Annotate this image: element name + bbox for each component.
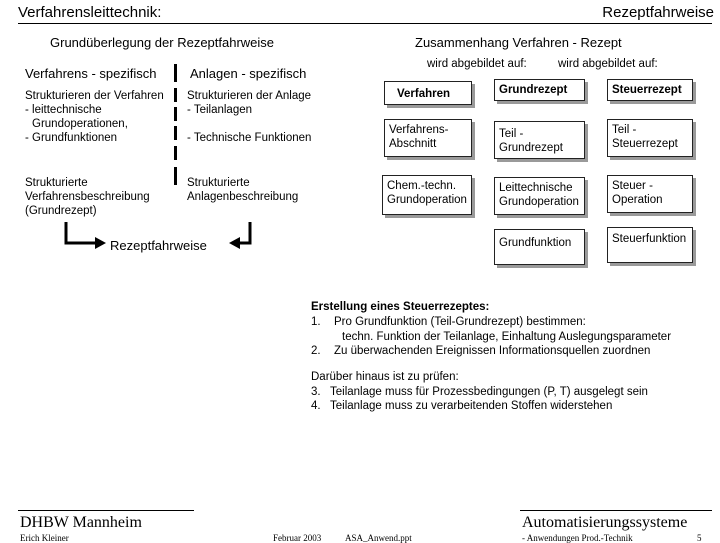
text-line: Verfahrens- <box>389 124 449 136</box>
text-line: Abschnitt <box>389 138 437 150</box>
box-steuer-operation: Steuer - Operation <box>607 175 693 213</box>
footer-date: Februar 2003 <box>273 533 322 543</box>
box-leittechnische-grundoperation: Leittechnische Grundoperation <box>494 177 585 215</box>
text-line: Teil - <box>499 128 524 140</box>
box-verfahren: Verfahren <box>384 81 472 105</box>
text-line: - Teilanlagen <box>187 104 253 116</box>
process-structuring-text: Strukturieren der Verfahren - leittechni… <box>25 89 164 145</box>
text-line: Grundoperation <box>499 196 579 208</box>
text-line: Chem.-techn. <box>387 180 457 192</box>
text-line: Leittechnische <box>499 182 573 194</box>
left-arrow-head <box>95 237 106 249</box>
right-arrow-head <box>229 237 240 249</box>
instruction-item-4: Teilanlage muss zu verarbeitenden Stoffe… <box>330 400 613 412</box>
box-teil-grundrezept: Teil - Grundrezept <box>494 121 585 159</box>
footer-institution: DHBW Mannheim <box>20 514 142 531</box>
process-description-text: Strukturierte Verfahrensbeschreibung (Gr… <box>25 176 150 218</box>
box-steuerfunktion: Steuerfunktion <box>607 227 693 263</box>
separator-dash <box>174 146 177 160</box>
separator-dash <box>174 64 177 82</box>
right-arrow <box>238 222 252 245</box>
footer-page: 5 <box>697 533 702 543</box>
instruction-number: 4. <box>311 400 321 412</box>
mapped-label-2: wird abgebildet auf: <box>558 58 658 70</box>
box-grundrezept: Grundrezept <box>494 79 585 101</box>
box-chem-grundoperation: Chem.-techn. Grundoperation <box>382 175 472 215</box>
text-line: Strukturieren der Anlage <box>187 90 312 102</box>
text-line: Steuer - <box>612 180 653 192</box>
text-line: - Grundfunktionen <box>25 132 118 144</box>
header-title: Verfahrensleittechnik: <box>18 4 162 21</box>
separator-dash <box>174 88 177 102</box>
instruction-number: 3. <box>311 386 321 398</box>
plant-structuring-text: Strukturieren der Anlage - Teilanlagen <box>187 89 311 117</box>
footer-author: Erich Kleiner <box>20 533 69 543</box>
header-divider <box>18 23 712 24</box>
box-steuerrezept: Steuerrezept <box>607 79 693 101</box>
col-plant-heading: Anlagen - spezifisch <box>190 66 307 81</box>
separator-dash <box>174 126 177 140</box>
instruction-item-3: Teilanlage muss für Prozessbedingungen (… <box>330 386 648 398</box>
text-line: (Grundrezept) <box>25 205 97 217</box>
instruction-number: 1. <box>311 316 321 328</box>
separator-dash <box>174 107 177 121</box>
footer-divider-right <box>520 510 712 511</box>
text-line: Grundrezept <box>499 142 563 154</box>
result-label: Rezeptfahrweise <box>110 238 207 253</box>
text-line: Teil - <box>612 124 637 136</box>
separator-dash <box>174 167 177 185</box>
check-heading: Darüber hinaus ist zu prüfen: <box>311 371 459 383</box>
col-process-heading: Verfahrens - spezifisch <box>25 66 157 81</box>
instruction-item-2: Zu überwachenden Ereignissen Information… <box>334 345 651 357</box>
left-arrow <box>64 222 97 245</box>
left-section-title: Grundüberlegung der Rezeptfahrweise <box>50 35 275 50</box>
plant-functions-text: - Technische Funktionen <box>187 132 312 144</box>
footer-divider-left <box>18 510 194 511</box>
instruction-item-1: Pro Grundfunktion (Teil-Grundrezept) bes… <box>334 316 586 328</box>
header-topic: Rezeptfahrweise <box>602 4 714 21</box>
instruction-number: 2. <box>311 345 321 357</box>
box-verfahrensabschnitt: Verfahrens- Abschnitt <box>384 119 472 157</box>
text-line: Verfahrensbeschreibung <box>25 191 150 203</box>
right-section-title: Zusammenhang Verfahren - Rezept <box>415 35 622 50</box>
box-grundfunktion: Grundfunktion <box>494 229 585 265</box>
box-teil-steuerrezept: Teil - Steuerrezept <box>607 119 693 157</box>
footer-course: Automatisierungssysteme <box>522 514 688 531</box>
text-line: Strukturieren der Verfahren <box>25 90 164 102</box>
footer-topic: - Anwendungen Prod.-Technik <box>522 533 633 543</box>
text-line: Strukturierte <box>25 177 88 189</box>
text-line: Strukturierte <box>187 177 250 189</box>
instruction-item-1-detail: techn. Funktion der Teilanlage, Einhaltu… <box>342 331 672 343</box>
text-line: Operation <box>612 194 663 206</box>
mapped-label-1: wird abgebildet auf: <box>427 58 527 70</box>
text-line: Grundoperation <box>387 194 467 206</box>
text-line: - leittechnische <box>25 104 102 116</box>
text-line: Grundoperationen, <box>32 118 128 130</box>
text-line: Steuerrezept <box>612 138 678 150</box>
footer-file: ASA_Anwend.ppt <box>345 533 412 543</box>
instructions-heading: Erstellung eines Steuerrezeptes: <box>311 301 490 313</box>
plant-description-text: Strukturierte Anlagenbeschreibung <box>187 176 298 204</box>
text-line: Anlagenbeschreibung <box>187 191 299 203</box>
